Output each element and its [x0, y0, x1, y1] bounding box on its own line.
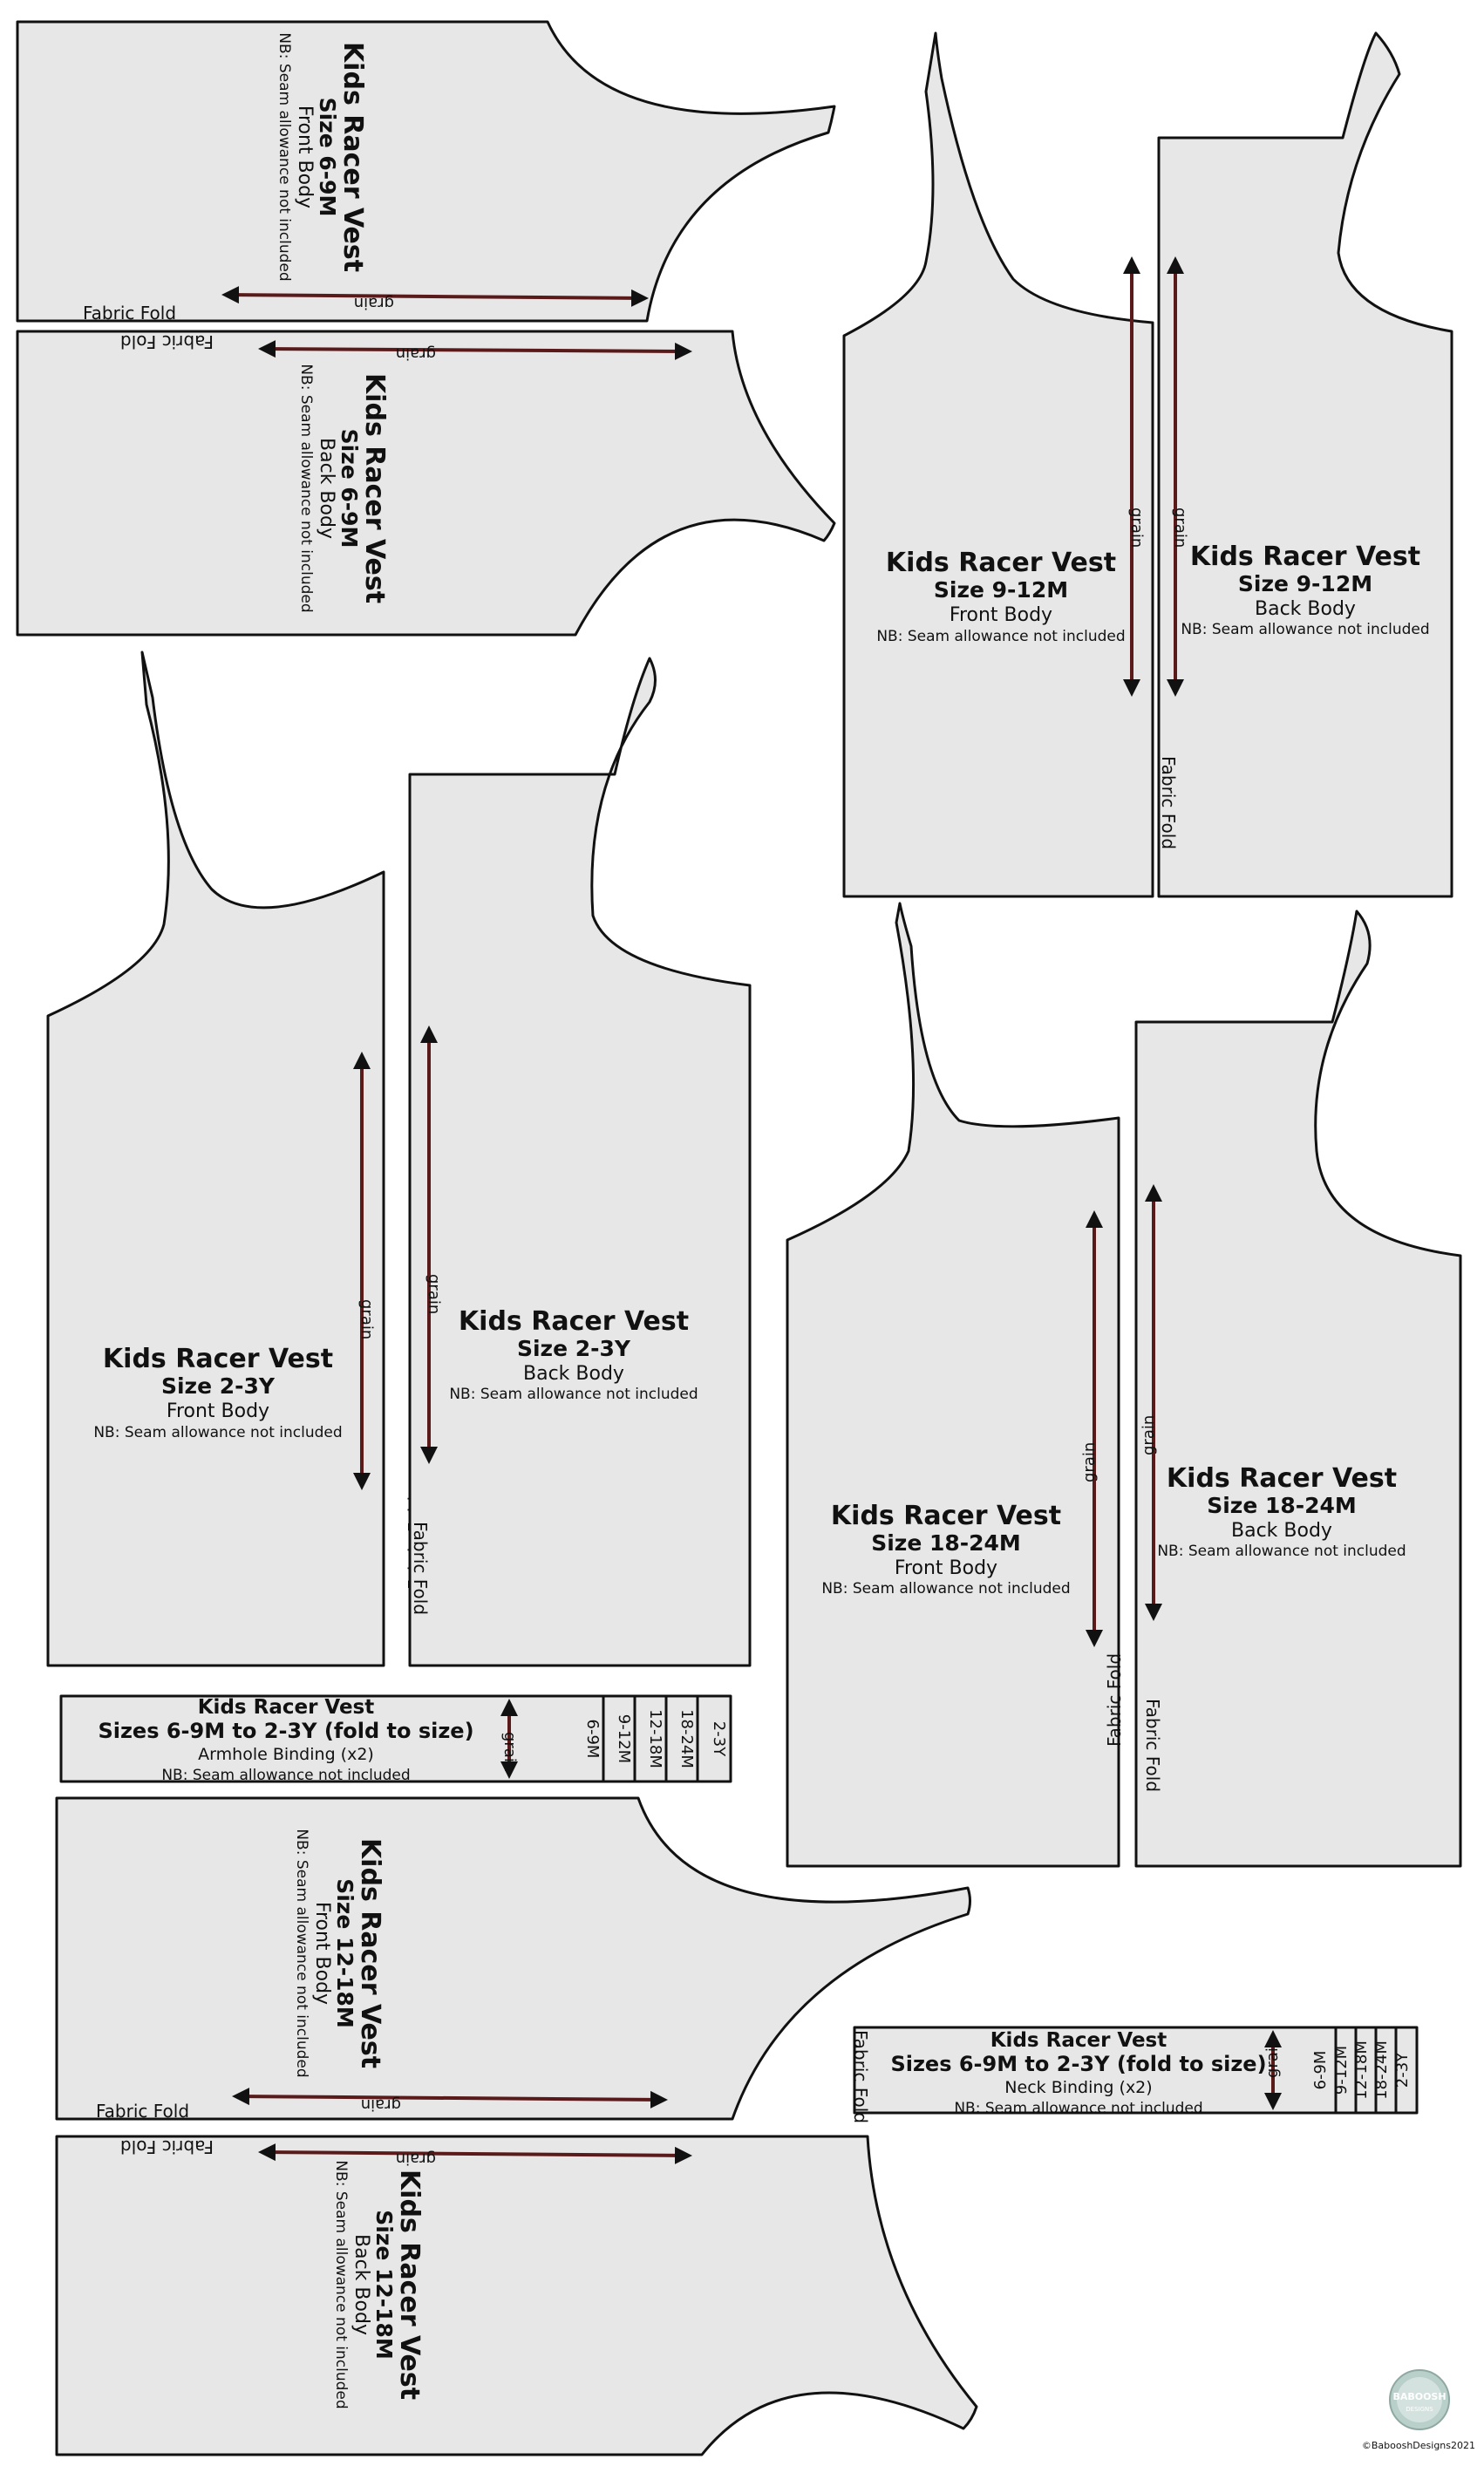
seam-note: NB: Seam allowance not included — [93, 1424, 342, 1441]
grain-label: grain — [361, 2095, 401, 2114]
seam-note: NB: Seam allowance not included — [293, 1829, 310, 2077]
piece-back-2-3y: grain Fabric Fold Kids Racer Vest Size 2… — [408, 657, 752, 1667]
binding-title: Kids Racer Vest — [990, 2029, 1167, 2052]
seam-note: NB: Seam allowance not included — [161, 1767, 410, 1784]
binding-part: Armhole Binding (x2) — [198, 1745, 374, 1764]
piece-size: Size 2-3Y — [161, 1373, 276, 1399]
piece-part: Back Body — [351, 2234, 372, 2335]
piece-size: Size 9-12M — [934, 577, 1068, 603]
seam-note: NB: Seam allowance not included — [332, 2160, 350, 2408]
grain-label: grain — [500, 1732, 519, 1772]
piece-title: Kids Racer Vest — [886, 548, 1116, 578]
armhole-binding: grain Kids Racer Vest Sizes 6-9M to 2-3Y… — [59, 1694, 732, 1784]
grain-label: grain — [425, 1274, 443, 1314]
piece-size: Size 12-18M — [371, 2210, 397, 2360]
binding-size-column: 2-3Y — [1393, 2052, 1412, 2088]
binding-size-column: 9-12M — [615, 1714, 633, 1763]
copyright-text: ©BabooshDesigns2021 — [1362, 2440, 1475, 2451]
binding-size-column: 9-12M — [1332, 2046, 1351, 2095]
piece-back-18-24m: grain Fabric Fold Kids Racer Vest Size 1… — [1134, 909, 1462, 1868]
piece-part: Front Body — [294, 106, 316, 208]
piece-part: Back Body — [523, 1363, 624, 1385]
seam-note: NB: Seam allowance not included — [821, 1580, 1070, 1598]
binding-sizes: Sizes 6-9M to 2-3Y (fold to size) — [98, 1719, 473, 1743]
grain-label: grain — [1263, 2038, 1282, 2078]
binding-size-column: 18-24M — [677, 1709, 696, 1768]
piece-front-12-18m: grain Fabric Fold Kids Racer Vest Size 1… — [55, 1796, 971, 2122]
piece-size: Size 18-24M — [871, 1530, 1021, 1556]
fabric-fold-label: Fabric Fold — [120, 331, 214, 352]
piece-title: Kids Racer Vest — [394, 2170, 425, 2400]
piece-front-6-9m: grain Fabric Fold Kids Racer Vest Size 6… — [16, 20, 836, 324]
grain-label: grain — [1080, 1442, 1099, 1482]
piece-front-9-12m: grain Fabric Fold Kids Racer Vest Size 9… — [842, 31, 1199, 898]
piece-size: Size 6-9M — [315, 98, 340, 217]
seam-note: NB: Seam allowance not included — [449, 1386, 698, 1403]
binding-size-column: 6-9M — [583, 1720, 602, 1759]
piece-size: Size 2-3Y — [517, 1336, 631, 1361]
grain-label: grain — [1171, 508, 1189, 548]
grain-label: grain — [357, 1299, 376, 1339]
piece-size: Size 6-9M — [337, 429, 362, 548]
binding-title: Kids Racer Vest — [198, 1696, 375, 1719]
fabric-fold-label: Fabric Fold — [410, 1522, 431, 1615]
grain-label: grain — [1140, 1415, 1158, 1455]
seam-note: NB: Seam allowance not included — [1157, 1543, 1406, 1560]
seam-note: NB: Seam allowance not included — [954, 2100, 1202, 2117]
piece-size: Size 18-24M — [1207, 1493, 1357, 1518]
piece-back-6-9m: grain Fabric Fold Kids Racer Vest Size 6… — [16, 330, 836, 637]
logo-name: BABOOSH — [1392, 2391, 1446, 2402]
piece-title: Kids Racer Vest — [1167, 1463, 1397, 1494]
binding-size-column: 2-3Y — [710, 1721, 728, 1757]
piece-part: Back Body — [316, 438, 337, 539]
grain-label: grain — [354, 294, 394, 312]
grain-label: grain — [396, 2149, 436, 2168]
binding-size-column: 18-24M — [1372, 2040, 1391, 2100]
piece-part: Front Body — [311, 1902, 333, 2005]
fabric-fold-label: Fabric Fold — [1104, 1653, 1125, 1747]
fabric-fold-label: Fabric Fold — [1142, 1699, 1163, 1792]
piece-part: Front Body — [895, 1557, 997, 1579]
piece-part: Front Body — [167, 1400, 269, 1422]
piece-title: Kids Racer Vest — [355, 1838, 385, 2068]
binding-sizes: Sizes 6-9M to 2-3Y (fold to size) — [890, 2052, 1266, 2076]
piece-part: Front Body — [950, 604, 1052, 626]
grain-label: grain — [1127, 508, 1146, 548]
binding-size-column: 12-18M — [1352, 2040, 1371, 2100]
piece-title: Kids Racer Vest — [831, 1501, 1061, 1531]
fabric-fold-label: Fabric Fold — [850, 2030, 871, 2123]
fabric-fold-label: Fabric Fold — [96, 2101, 189, 2122]
fabric-fold-label: Fabric Fold — [120, 2136, 214, 2157]
piece-title: Kids Racer Vest — [1190, 542, 1420, 572]
piece-back-12-18m: grain Fabric Fold Kids Racer Vest Size 1… — [55, 2135, 978, 2456]
seam-note: NB: Seam allowance not included — [276, 32, 293, 281]
piece-front-2-3y: grain Fabric Fold Kids Racer Vest Size 2… — [46, 651, 425, 1667]
piece-title: Kids Racer Vest — [337, 42, 368, 272]
grain-label: grain — [396, 344, 436, 363]
seam-note: NB: Seam allowance not included — [297, 364, 315, 612]
piece-size: Size 9-12M — [1238, 571, 1372, 596]
seam-note: NB: Seam allowance not included — [876, 628, 1125, 645]
piece-back-9-12m: grain Fabric Fold Kids Racer Vest Size 9… — [1157, 31, 1453, 898]
fabric-fold-label: Fabric Fold — [83, 303, 176, 324]
binding-size-column: 12-18M — [646, 1709, 664, 1768]
logo-subtitle: DESIGNS — [1406, 2406, 1433, 2413]
binding-size-column: 6-9M — [1311, 2051, 1330, 2090]
piece-title: Kids Racer Vest — [459, 1306, 689, 1337]
seam-note: NB: Seam allowance not included — [1181, 621, 1429, 638]
fabric-fold-label: Fabric Fold — [1158, 756, 1179, 849]
neck-binding: grain Fabric Fold Kids Racer Vest Sizes … — [850, 2026, 1419, 2123]
piece-part: Back Body — [1255, 598, 1356, 620]
piece-size: Size 12-18M — [332, 1878, 357, 2028]
piece-part: Back Body — [1231, 1520, 1332, 1542]
piece-title: Kids Racer Vest — [359, 373, 390, 603]
piece-front-18-24m: grain Fabric Fold Kids Racer Vest Size 1… — [786, 902, 1125, 1868]
piece-title: Kids Racer Vest — [103, 1344, 333, 1374]
binding-part: Neck Binding (x2) — [1004, 2078, 1152, 2097]
baboosh-logo: BABOOSH DESIGNS — [1389, 2369, 1450, 2430]
